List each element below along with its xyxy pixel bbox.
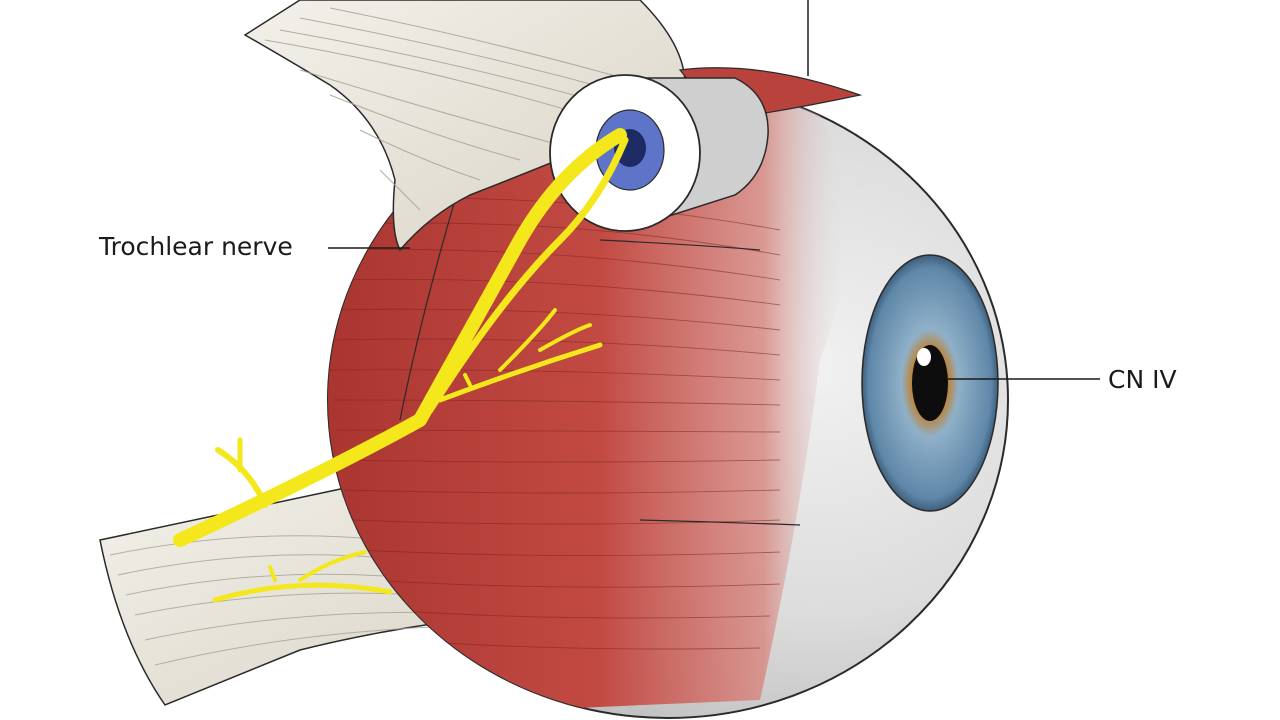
trochlear-nerve-label: Trochlear nerve bbox=[99, 232, 293, 261]
iris bbox=[861, 254, 999, 512]
upper-tendon-fibers bbox=[264, 7, 631, 211]
trochlea-pulley bbox=[549, 74, 769, 232]
trochlear-nerve bbox=[173, 128, 629, 603]
muscle-boundaries bbox=[399, 199, 801, 526]
rectus-muscle-mass bbox=[328, 82, 846, 718]
muscle-fibers bbox=[329, 197, 781, 650]
pupil-highlight bbox=[917, 348, 931, 366]
cn-iv-label: CN IV bbox=[1108, 365, 1177, 394]
